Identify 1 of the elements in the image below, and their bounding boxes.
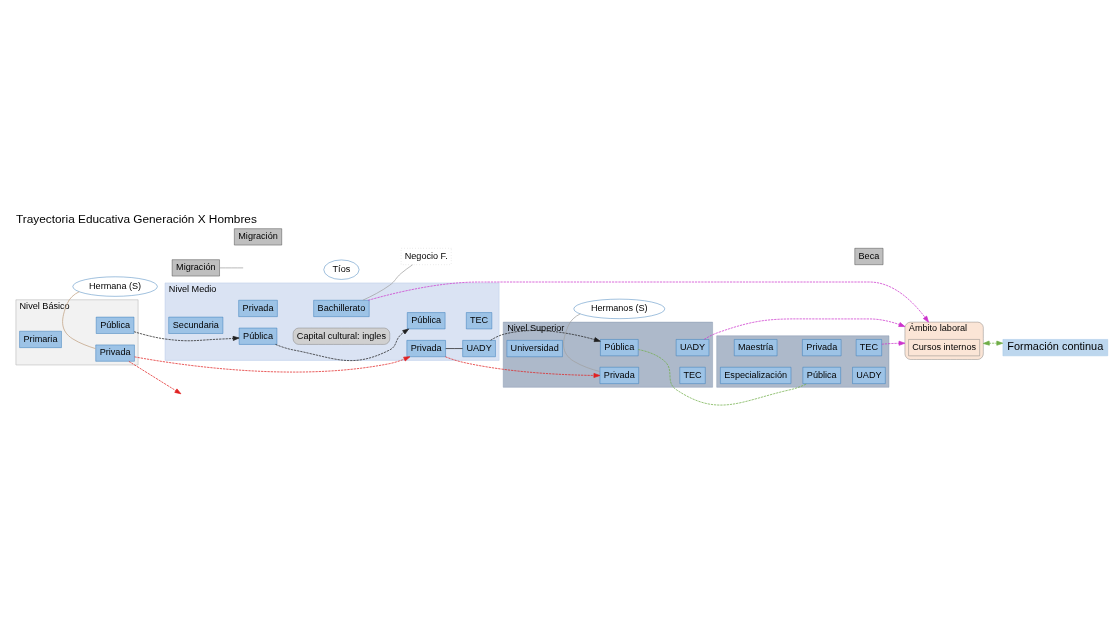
diagram-title: Trayectoria Educativa Generación X Hombres	[16, 211, 257, 226]
